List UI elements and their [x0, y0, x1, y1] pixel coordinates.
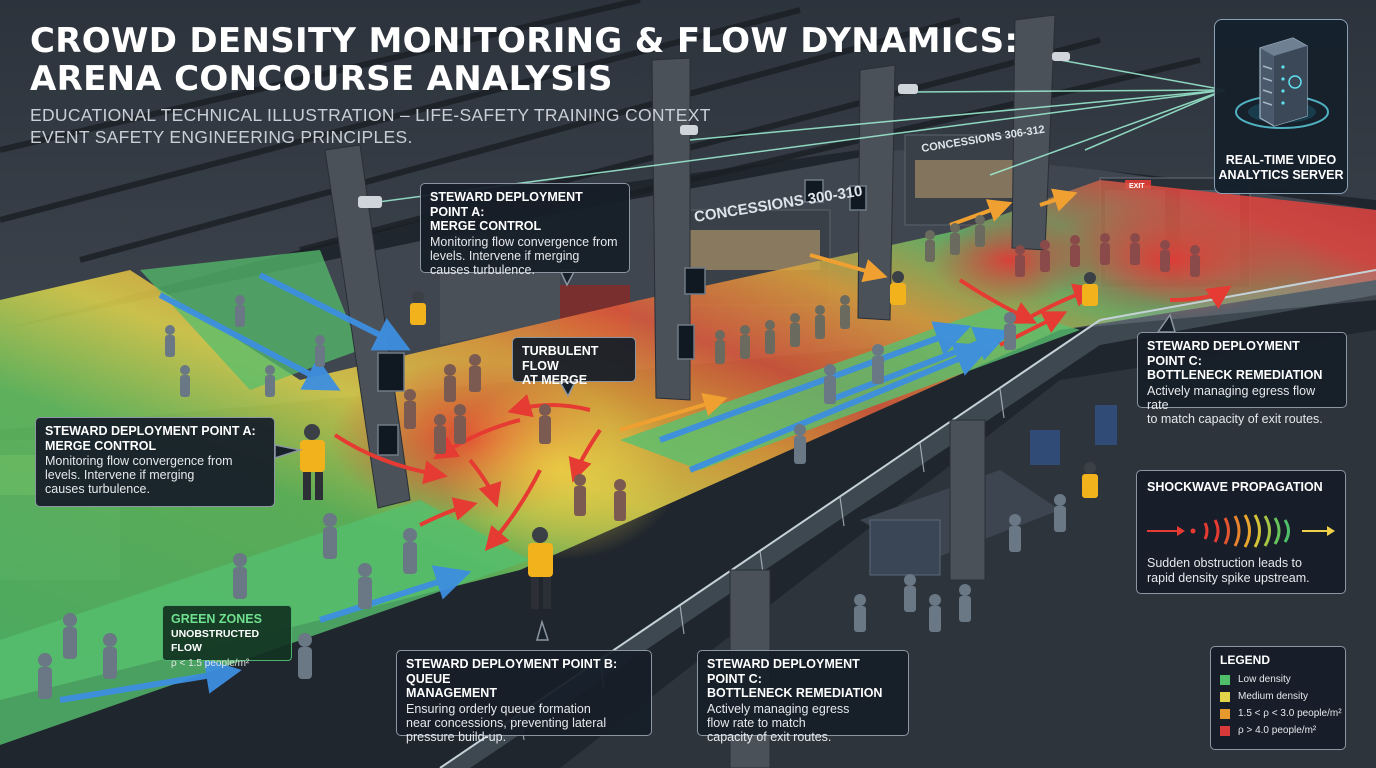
legend-item: Low density	[1220, 671, 1336, 688]
display-screen-icon	[849, 185, 867, 211]
camera-icon	[1052, 52, 1070, 61]
callout-body-line: Actively managing egress flow rate	[1147, 383, 1316, 412]
page-subtitle: EDUCATIONAL TECHNICAL ILLUSTRATION – LIF…	[30, 104, 711, 148]
callout-title: TURBULENT FLOW	[522, 344, 599, 373]
callout-body-line: Ensuring orderly queue formation	[406, 701, 591, 716]
callout-body-line: levels. Intervene if merging	[45, 468, 195, 482]
callout-body-line: Monitoring flow convergence from	[430, 234, 618, 249]
legend-item: 1.5 < ρ < 3.0 people/m²	[1220, 705, 1342, 722]
subtitle-line-2: EVENT SAFETY ENGINEERING PRINCIPLES.	[30, 127, 413, 147]
callout-title: STEWARD DEPLOYMENT POINT C:	[1147, 339, 1300, 368]
legend-item: ρ > 4.0 people/m²	[1220, 722, 1336, 739]
green-zones-subtitle: UNOBSTRUCTED FLOW	[171, 628, 260, 654]
server-rack-icon	[1235, 37, 1329, 129]
page-title: CROWD DENSITY MONITORING & FLOW DYNAMICS…	[30, 22, 1018, 98]
callout-title: MERGE CONTROL	[430, 219, 542, 233]
callout-body: Ensuring orderly queue formation near co…	[406, 702, 642, 744]
legend-label: Medium density	[1238, 691, 1309, 702]
page-title-line-1: CROWD DENSITY MONITORING & FLOW DYNAMICS…	[30, 21, 1019, 61]
display-screen-icon	[677, 324, 695, 360]
legend-swatch	[1220, 674, 1230, 685]
exit-sign: EXIT	[1129, 183, 1145, 190]
callout-steward-a-top: STEWARD DEPLOYMENT POINT A: MERGE CONTRO…	[420, 183, 630, 277]
analytics-server-panel: REAL-TIME VIDEO ANALYTICS SERVER	[1214, 19, 1348, 194]
callout-steward-a-left: STEWARD DEPLOYMENT POINT A: MERGE CONTRO…	[35, 417, 275, 507]
callout-title: MERGE CONTROL	[45, 438, 157, 453]
callout-title: STEWARD DEPLOYMENT POINT B: QUEUE	[406, 657, 618, 686]
callout-body: Actively managing egress flow rate to ma…	[707, 702, 899, 744]
shockwave-diagram	[1147, 514, 1335, 548]
callout-body-line: levels. Intervene if merging	[430, 248, 580, 263]
shockwave-body-line: rapid density spike upstream.	[1147, 571, 1310, 585]
callout-body-line: near concessions, preventing lateral	[406, 715, 607, 730]
callout-body-line: capacity of exit routes.	[707, 729, 832, 744]
callout-steward-b: STEWARD DEPLOYMENT POINT B: QUEUE MANAGE…	[396, 650, 652, 744]
callout-title: BOTTLENECK REMEDIATION	[1147, 368, 1323, 382]
legend-swatch	[1220, 691, 1230, 702]
callout-title: STEWARD DEPLOYMENT POINT A:	[45, 424, 256, 438]
legend-item: Medium density	[1220, 688, 1336, 705]
legend-swatch	[1220, 708, 1230, 719]
legend-title: LEGEND	[1220, 653, 1271, 667]
server-label-line: ANALYTICS SERVER	[1218, 167, 1344, 182]
display-screen-icon	[377, 352, 405, 392]
green-zones-threshold: ρ < 1.5 people/m²	[171, 658, 250, 669]
legend-label: ρ > 4.0 people/m²	[1238, 725, 1317, 736]
callout-body-line: flow rate to match	[707, 715, 806, 730]
shockwave-title: SHOCKWAVE PROPAGATION	[1147, 480, 1323, 494]
callout-title: AT MERGE	[522, 373, 588, 387]
page-title-line-2: ARENA CONCOURSE ANALYSIS	[30, 59, 613, 99]
callout-title: MANAGEMENT	[406, 686, 497, 700]
callout-body-line: Monitoring flow convergence from	[45, 454, 233, 468]
callout-body: Monitoring flow convergence from levels.…	[45, 454, 265, 496]
shockwave-body: Sudden obstruction leads to rapid densit…	[1147, 556, 1337, 586]
callout-body: Actively managing egress flow rate to ma…	[1147, 384, 1337, 426]
callout-body-line: to match capacity of exit routes.	[1147, 411, 1323, 426]
legend-swatch	[1220, 725, 1230, 736]
callout-turbulent-flow: TURBULENT FLOW AT MERGE	[512, 337, 636, 387]
legend-label: Low density	[1238, 674, 1291, 685]
green-zones-title: GREEN ZONES	[171, 612, 262, 626]
server-label-line: REAL-TIME VIDEO	[1225, 153, 1337, 167]
shockwave-panel: SHOCKWAVE PROPAGATION Sudden obstruction…	[1136, 470, 1346, 594]
callout-title: STEWARD DEPLOYMENT POINT A:	[430, 190, 583, 219]
steward-figures	[300, 271, 1098, 609]
legend-label: 1.5 < ρ < 3.0 people/m²	[1238, 708, 1342, 719]
callout-body-line: Actively managing egress	[707, 701, 850, 716]
callout-title: BOTTLENECK REMEDIATION	[707, 686, 883, 700]
callout-steward-c-bottom: STEWARD DEPLOYMENT POINT C: BOTTLENECK R…	[697, 650, 909, 744]
callout-body-line: causes turbulence.	[45, 482, 150, 496]
subtitle-line-1: EDUCATIONAL TECHNICAL ILLUSTRATION – LIF…	[30, 105, 711, 125]
callout-title: STEWARD DEPLOYMENT POINT C:	[707, 657, 860, 686]
display-screen-icon	[377, 424, 399, 456]
camera-icon	[358, 196, 382, 208]
legend: LEGEND Low density Medium density 1.5 < …	[1210, 646, 1346, 750]
callout-body: Monitoring flow convergence from levels.…	[430, 235, 620, 277]
callout-green-zones: GREEN ZONES UNOBSTRUCTED FLOW ρ < 1.5 pe…	[162, 605, 292, 669]
display-screen-icon	[684, 267, 706, 295]
camera-icon	[898, 84, 918, 94]
callout-body-line: causes turbulence.	[430, 262, 535, 277]
server-label: REAL-TIME VIDEO ANALYTICS SERVER	[1215, 153, 1347, 182]
shockwave-body-line: Sudden obstruction leads to	[1147, 556, 1302, 570]
callout-body-line: pressure build-up.	[406, 729, 507, 744]
callout-steward-c-right: STEWARD DEPLOYMENT POINT C: BOTTLENECK R…	[1137, 332, 1347, 426]
display-screen-icon	[804, 179, 824, 203]
camera-icon	[680, 125, 698, 135]
